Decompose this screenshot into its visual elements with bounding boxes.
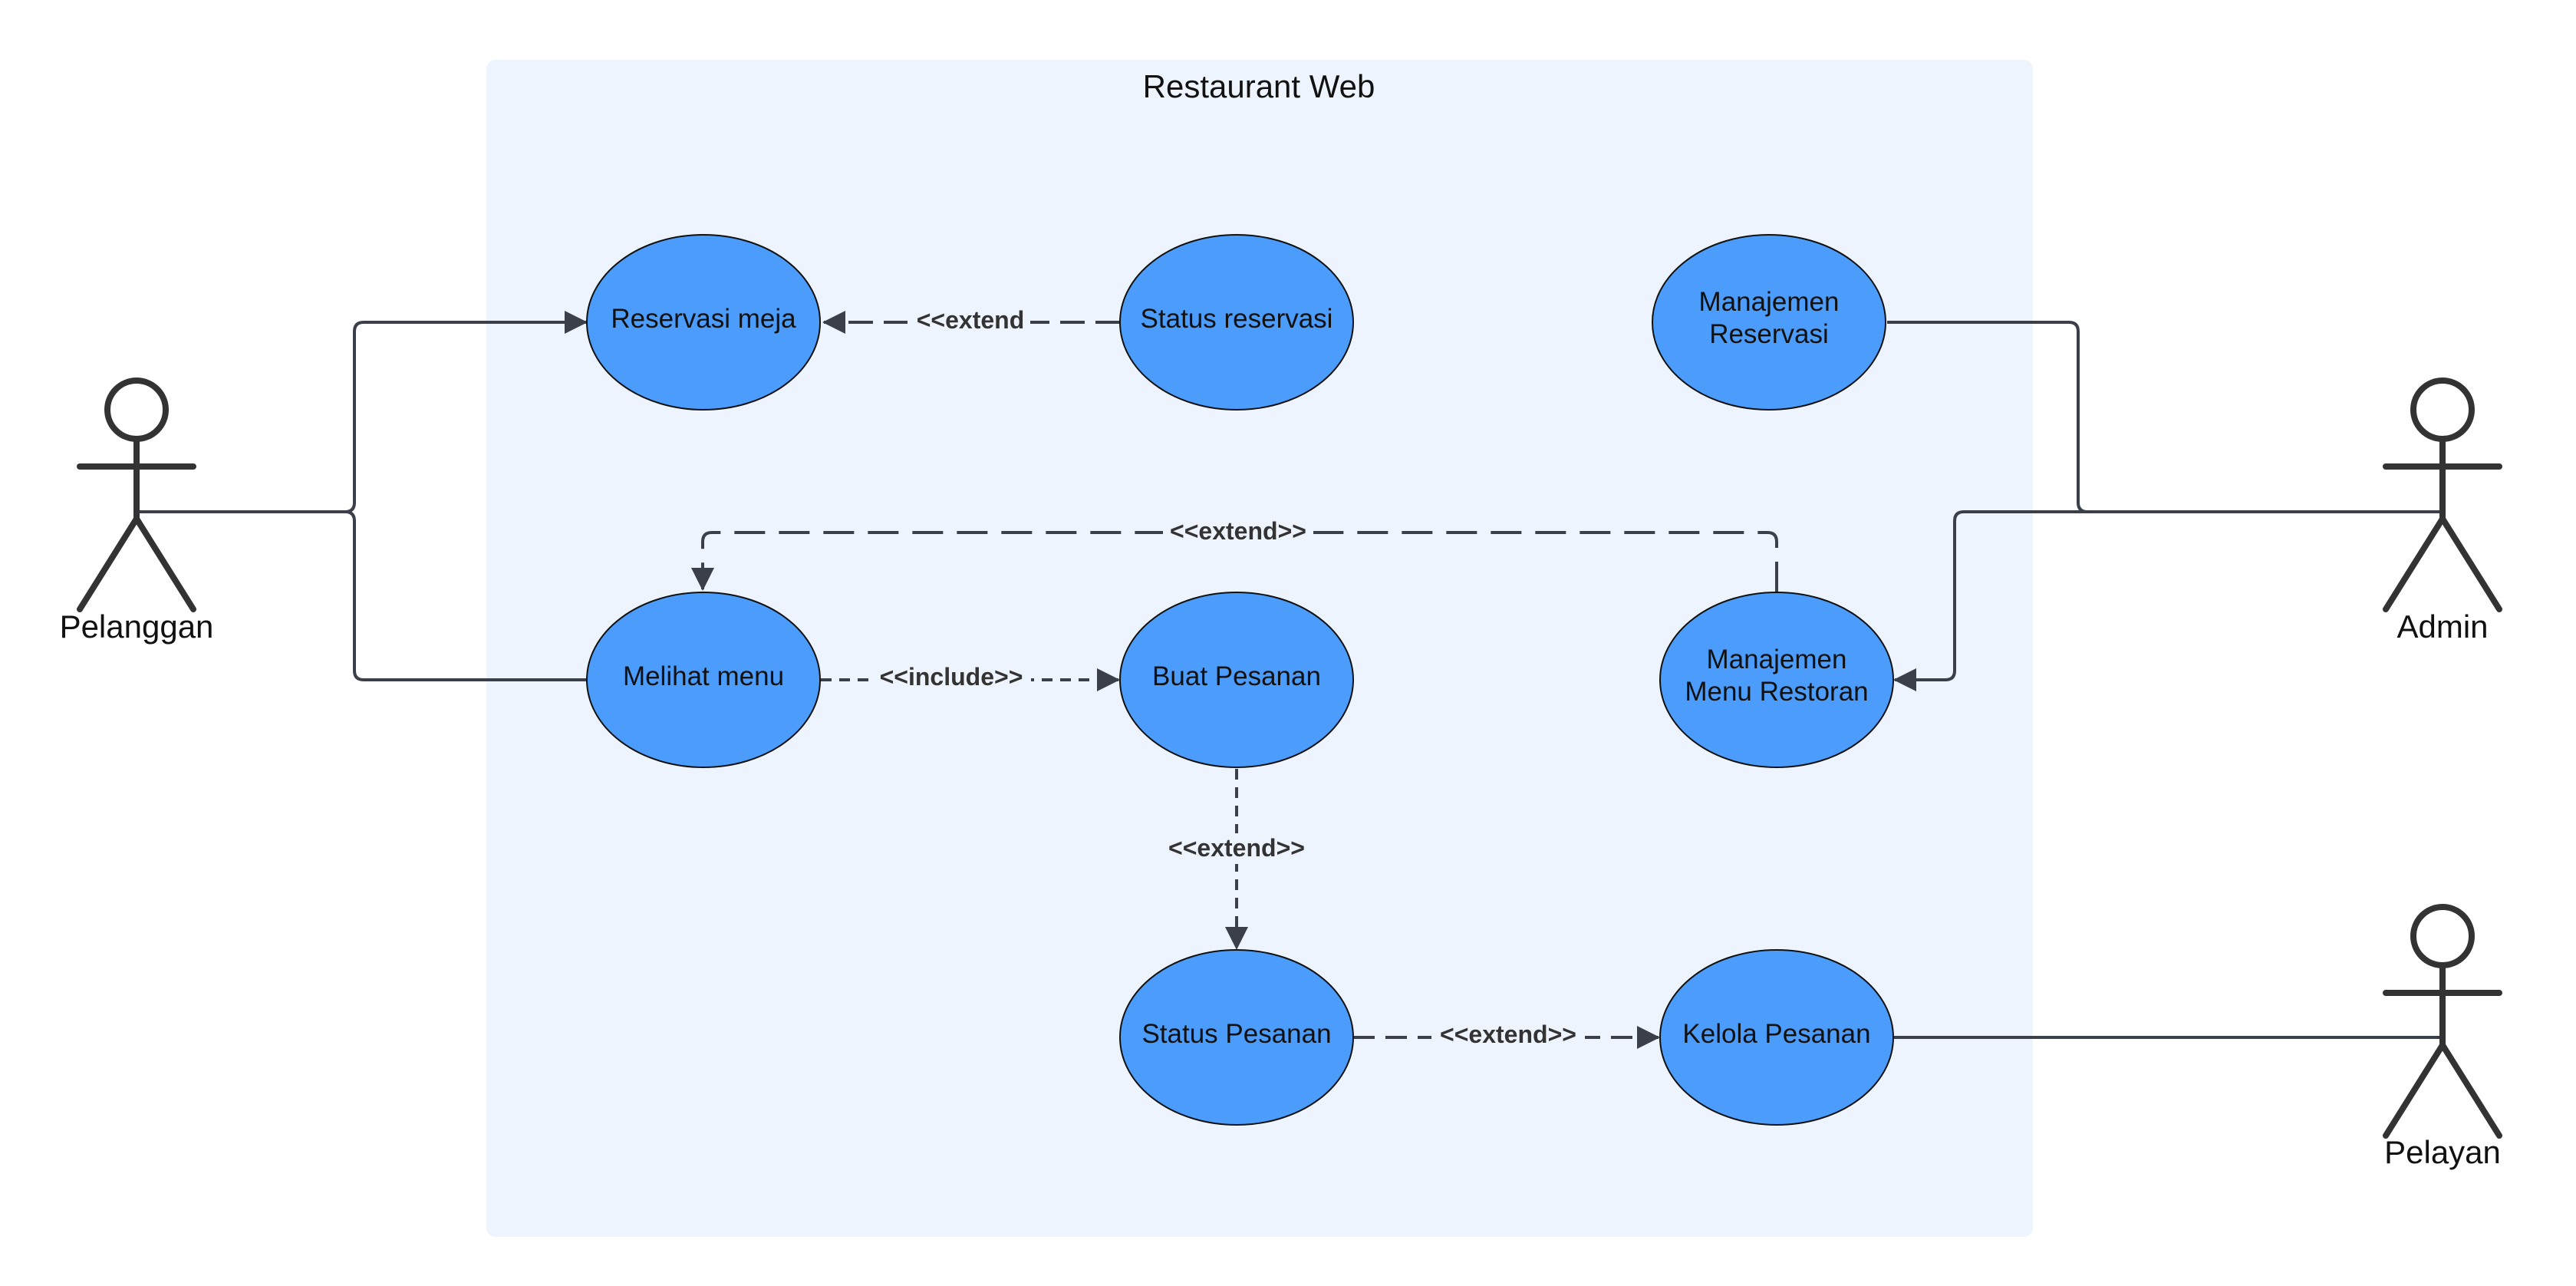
- use-case-label: Status Pesanan: [1141, 1019, 1331, 1049]
- use-case-status-reservasi: [1119, 234, 1354, 411]
- use-case-buat-pesanan: [1119, 592, 1354, 768]
- use-case-label: Buat Pesanan: [1152, 661, 1321, 691]
- actor-pelayan-icon: [2383, 904, 2502, 1139]
- label-extend-kelola: <<extend>>: [1440, 1021, 1576, 1048]
- actor-pelayan-label: Pelayan: [2384, 1134, 2501, 1170]
- use-case-label: Manajemen: [1699, 287, 1840, 317]
- system-title: Restaurant Web: [1143, 68, 1375, 104]
- use-case-melihat-menu: [586, 592, 821, 768]
- association-admin-manajemen-menu: [1893, 510, 2441, 691]
- use-case-manajemen-reservasi: [1652, 234, 1886, 411]
- label-include: <<include>>: [880, 663, 1023, 691]
- use-case-label: Status reservasi: [1141, 304, 1333, 334]
- label-extend-reservasi: <<extend: [917, 306, 1025, 334]
- use-case-status-pesanan: [1119, 949, 1354, 1126]
- association-pelanggan-melihat-menu: [138, 510, 586, 681]
- use-case-label: Reservasi: [1709, 319, 1829, 349]
- use-case-kelola-pesanan: [1659, 949, 1894, 1126]
- actor-admin-label: Admin: [2396, 608, 2488, 645]
- actor-pelanggan-label: Pelanggan: [60, 608, 214, 645]
- use-case-label: Reservasi meja: [611, 304, 796, 334]
- use-case-label: Menu Restoran: [1685, 677, 1868, 707]
- use-case-label: Kelola Pesanan: [1682, 1019, 1870, 1049]
- label-extend-pesanan: <<extend>>: [1168, 834, 1305, 862]
- use-case-label: Manajemen: [1707, 645, 1847, 674]
- label-extend-menu: <<extend>>: [1170, 517, 1306, 545]
- use-case-reservasi-meja: [586, 234, 821, 411]
- actor-admin-icon: [2383, 378, 2502, 612]
- actor-pelanggan-icon: [77, 378, 196, 612]
- use-case-label: Melihat menu: [623, 661, 784, 691]
- use-case-manajemen-menu-restoran: [1659, 592, 1894, 768]
